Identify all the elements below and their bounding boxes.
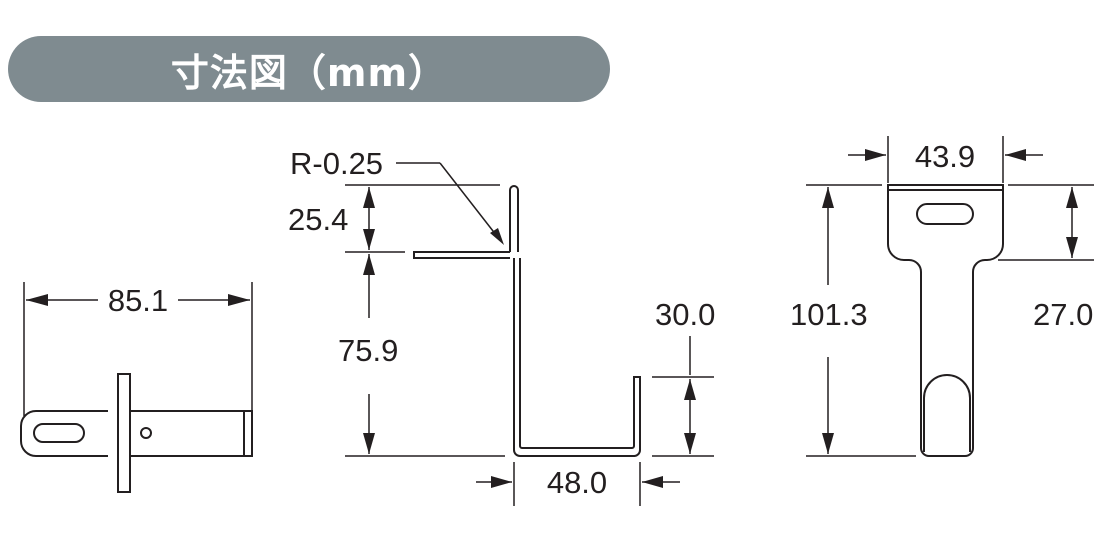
dimension-back-width: 43.9 (915, 139, 975, 174)
dimension-radius: R-0.25 (290, 146, 383, 181)
dimension-back-plate-height: 27.0 (1033, 297, 1093, 332)
dimension-front-main-height: 75.9 (338, 333, 398, 368)
dimension-side-width-line (23, 282, 253, 416)
dimension-front-top-height: 25.4 (288, 202, 348, 237)
dimension-back-total-height: 101.3 (790, 297, 868, 332)
back-view-hook (887, 184, 1004, 457)
dimension-front-right-height: 30.0 (655, 297, 715, 332)
front-view-hook (413, 185, 641, 457)
dimension-front-bottom-width: 48.0 (547, 465, 607, 500)
back-view-dimension-lines (806, 136, 1094, 457)
dimension-side-width: 85.1 (108, 283, 168, 318)
title-banner: 寸法図（mm） (8, 36, 610, 102)
side-view-hook (20, 373, 253, 493)
front-view-dimension-lines (345, 162, 714, 506)
